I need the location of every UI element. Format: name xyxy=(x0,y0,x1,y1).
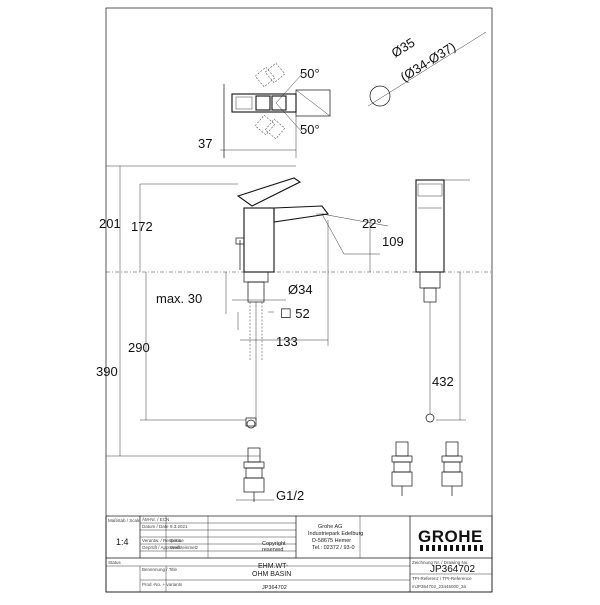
drawing-number-label: Zeichnung Nr. / Drawing No. xyxy=(412,560,469,565)
title-line-1: EHM.WT- xyxy=(258,563,289,570)
connection-hoses xyxy=(236,441,463,502)
grohe-logo-bars xyxy=(420,545,483,551)
prod-value: JP364702 xyxy=(262,585,287,591)
dim-201-label: 201 xyxy=(99,216,121,231)
tpi-label: TPI-Referenz / TPI-Reference xyxy=(412,576,472,581)
angle-22-label: 22° xyxy=(362,216,382,231)
date-label: Datum / Date xyxy=(142,524,169,529)
grohe-logo-text: GROHE xyxy=(418,527,483,546)
checked-value: Wolfsteinmetz xyxy=(170,545,199,550)
status-label: Status xyxy=(108,560,122,565)
dim-390-label: 390 xyxy=(96,364,118,379)
scale-value: 1:4 xyxy=(116,537,129,547)
prod-label: Prod.-No. + variants xyxy=(142,582,183,587)
side-view xyxy=(415,179,470,423)
diam-34-label: Ø34 xyxy=(288,282,313,297)
dim-37-label: 37 xyxy=(198,136,212,151)
title-block xyxy=(105,515,493,593)
dim-109-label: 109 xyxy=(382,234,404,249)
title-line-2: OHM BASIN xyxy=(252,571,291,578)
dim-432-label: 432 xyxy=(432,374,454,389)
angle-top-label: 50° xyxy=(300,66,320,81)
hole-diameter-symbol xyxy=(367,31,487,107)
company-city: D-58675 Hemer xyxy=(312,538,351,544)
dim-290-label: 290 xyxy=(128,340,150,355)
copyright-text: Copyright xyxy=(262,541,286,547)
front-view xyxy=(106,165,389,457)
thread-label: G1/2 xyxy=(276,488,304,503)
max-30-label: max. 30 xyxy=(156,291,202,306)
ecn-label: ÄM-Nr. / ECN xyxy=(142,516,169,522)
company-phone: Tel.: 02372 / 93-0 xyxy=(312,545,355,551)
tpi-value: mJP364702_23445000_3a xyxy=(412,584,467,589)
checked-label: Geprüft / Approved xyxy=(142,545,180,550)
top-view xyxy=(220,62,331,158)
drawn-value: Sekine xyxy=(170,538,184,543)
date-value: 9.3.2021 xyxy=(170,524,188,529)
company-street: Industriepark Edelburg xyxy=(308,531,363,537)
copyright-reserved: reserved xyxy=(262,547,283,553)
drawing-number: JP364702 xyxy=(430,564,475,575)
name-label: Benennung / Title xyxy=(142,567,178,572)
angle-bottom-label: 50° xyxy=(300,122,320,137)
dim-172-label: 172 xyxy=(131,219,153,234)
scale-label: Maßstab / Scale xyxy=(108,518,141,523)
drawn-label: Verantw. / Respons. xyxy=(142,538,182,543)
company-name: Grohe AG xyxy=(318,524,342,530)
square-52-label: ☐ 52 xyxy=(280,306,310,321)
diam-35-label: Ø35 xyxy=(389,35,418,61)
dim-133-label: 133 xyxy=(276,334,298,349)
